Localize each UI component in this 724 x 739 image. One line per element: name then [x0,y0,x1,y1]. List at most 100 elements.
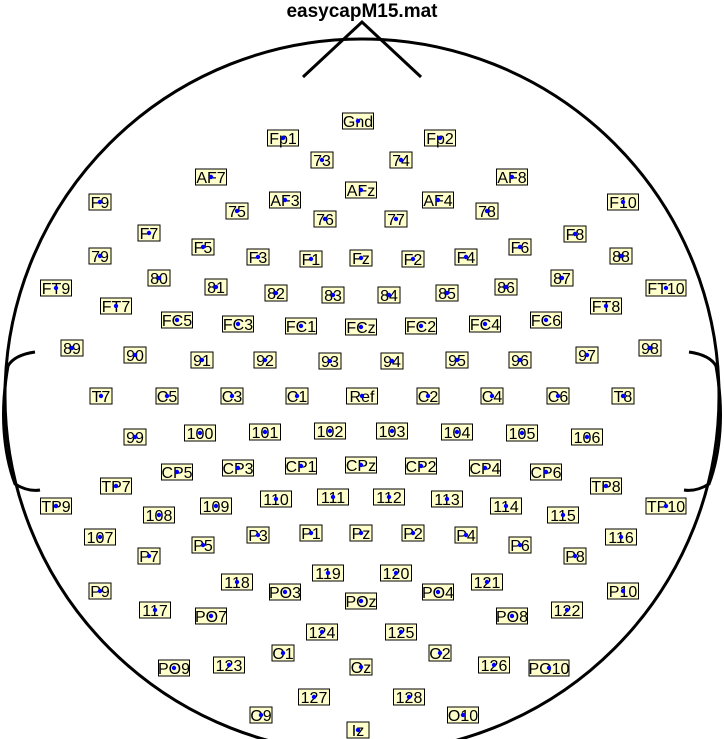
electrode-118: 118 [221,573,253,592]
electrode-102: 102 [314,422,346,441]
electrode-tp10: TP10 [645,497,687,516]
electrode-84: 84 [377,286,401,305]
electrode-dot [298,463,304,469]
electrode-po7: PO7 [195,607,227,626]
page-title: easycapM15.mat [286,1,438,22]
electrode-dot [444,290,450,296]
electrode-dot [358,324,364,330]
electrode-dot [437,650,443,656]
electrode-dot [663,285,669,291]
electrode-fz: Fz [349,249,373,268]
electrode-dot [509,174,515,180]
electrode-dot [146,230,152,236]
electrode-dot [519,430,525,436]
head-outline [2,19,722,739]
electrode-dot [53,285,59,291]
electrode-dot [97,534,103,540]
electrode-t8: T8 [611,387,635,406]
electrode-dot [386,292,392,298]
electrode-dot [393,570,399,576]
electrode-po3: PO3 [269,583,301,602]
electrode-dot [584,434,590,440]
electrode-110: 110 [260,490,292,509]
electrode-dot [435,197,441,203]
electrode-103: 103 [376,422,408,441]
electrode-dot [294,393,300,399]
electrode-dot [463,532,469,538]
electrode-dot [330,494,336,500]
electrode-dot [358,664,364,670]
electrode-dot [234,579,240,585]
electrode-107: 107 [84,528,116,547]
electrode-98: 98 [638,339,662,358]
electrode-80: 80 [147,269,171,288]
electrode-dot [358,255,364,261]
electrode-dot [327,428,333,434]
electrode-dot [398,629,404,635]
electrode-dot [572,553,578,559]
electrode-dot [435,589,441,595]
electrode-117: 117 [139,601,171,620]
electrode-p4: P4 [454,526,478,545]
electrode-81: 81 [204,278,228,297]
electrode-dot [463,254,469,260]
electrode-dot [330,292,336,298]
electrode-79: 79 [88,247,112,266]
electrode-po4: PO4 [422,583,454,602]
electrode-oz: Oz [349,658,373,677]
electrode-fc5: FC5 [161,311,193,330]
electrode-dot [454,357,460,363]
electrode-92: 92 [253,351,277,370]
electrode-af8: AF8 [496,168,528,187]
electrode-tp9: TP9 [40,497,72,516]
electrode-dot [273,496,279,502]
electrode-122: 122 [551,601,583,620]
electrode-dot [543,317,549,323]
electrode-gnd: Gnd [342,112,374,131]
electrode-dot [280,650,286,656]
electrode-dot [358,462,364,468]
electrode-cp4: CP4 [469,459,501,478]
electrode-dot [620,393,626,399]
electrode-89: 89 [60,339,84,358]
electrode-dot [546,665,552,671]
electrode-dot [603,303,609,309]
electrode-dot [517,244,523,250]
electrode-99: 99 [123,428,147,447]
electrode-o10: O10 [447,706,479,725]
electrode-100: 100 [184,424,216,443]
electrode-fc6: FC6 [530,311,562,330]
electrode-dot [262,429,268,435]
right-ear-outline [683,350,722,492]
electrode-94: 94 [380,352,404,371]
electrode-dot [208,613,214,619]
electrode-ft7: FT7 [100,297,132,316]
electrode-dot [311,694,317,700]
electrode-dot [308,256,314,262]
electrode-dot [603,483,609,489]
electrode-dot [555,393,561,399]
electrode-dot [255,254,261,260]
electrode-f5: F5 [191,238,215,257]
electrode-dot [171,665,177,671]
electrode-afz: AFz [345,181,377,200]
electrode-p6: P6 [508,536,532,555]
electrode-dot [280,135,286,141]
electrode-119: 119 [312,564,344,583]
electrode-f9: F9 [88,193,112,212]
electrode-dot [53,503,59,509]
electrode-dot [132,352,138,358]
electrode-o2: O2 [428,644,452,663]
electrode-dot [213,284,219,290]
electrode-p7: P7 [137,547,161,566]
electrode-dot [200,542,206,548]
electrode-f8: F8 [563,225,587,244]
electrode-dot [509,613,515,619]
electrode-dot [319,157,325,163]
electrode-c4: C4 [480,387,504,406]
electrode-dot [226,662,232,668]
electrode-74: 74 [389,151,413,170]
electrode-dot [559,275,565,281]
electrode-dot [146,553,152,559]
electrode-87: 87 [550,269,574,288]
